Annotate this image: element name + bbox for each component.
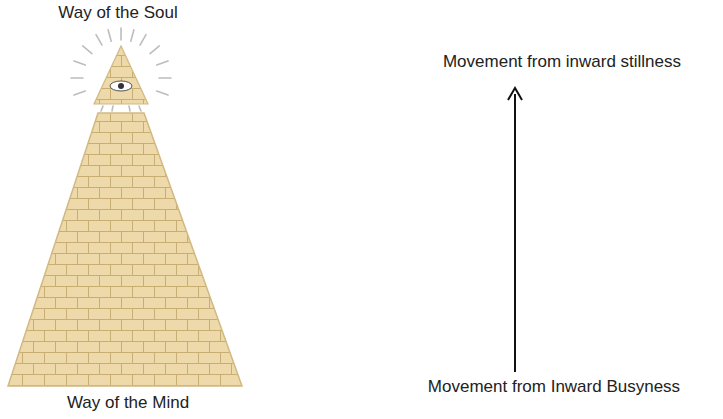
- light-rays: [71, 28, 171, 111]
- capstone-eye: [94, 46, 148, 104]
- upward-arrow: [508, 88, 522, 372]
- movement-label: Movement from inward stillness: [443, 52, 681, 72]
- pyramid-top-label: Way of the Soul: [58, 3, 177, 23]
- pyramid-base-label: Way of the Mind: [67, 393, 189, 413]
- pyramid-body: [8, 113, 242, 386]
- movement-label: Movement from Inward Busyness: [428, 377, 680, 397]
